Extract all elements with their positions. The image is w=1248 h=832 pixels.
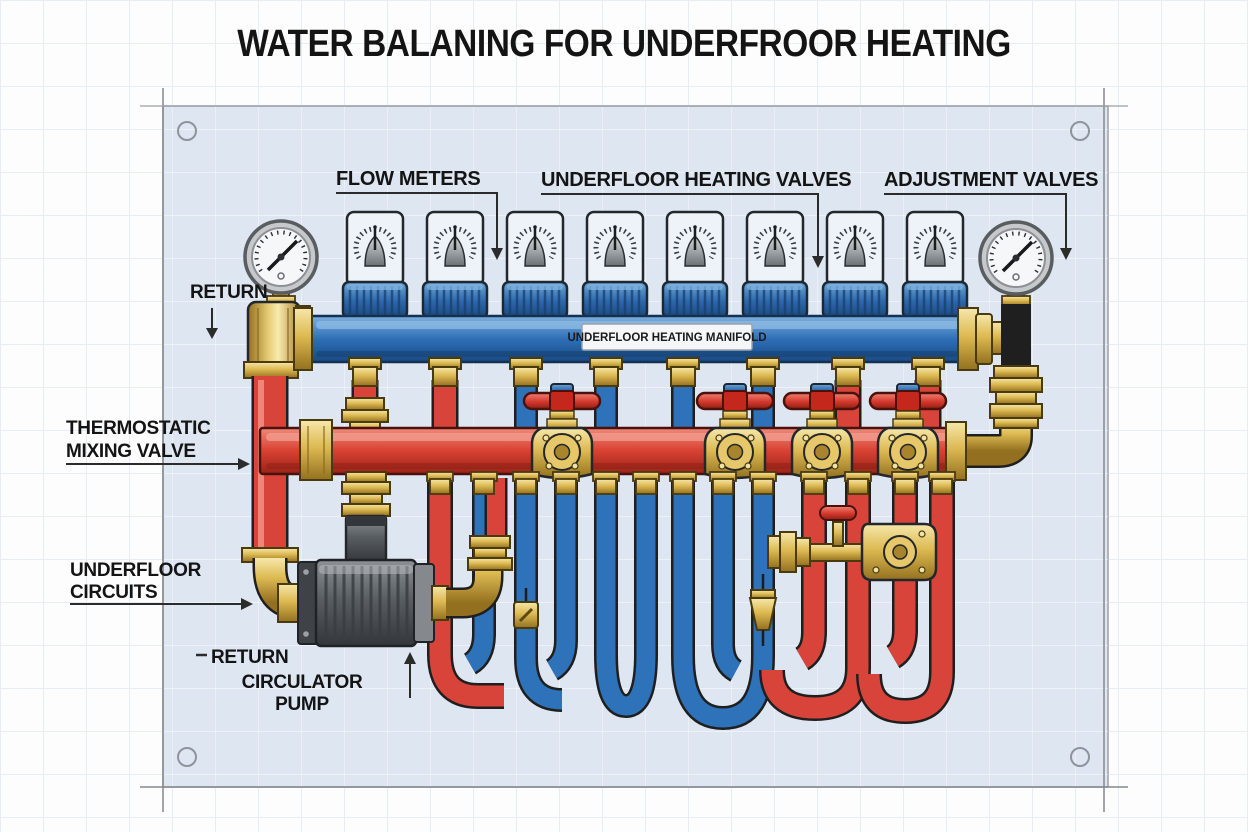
right-adjustment-assembly <box>966 220 1054 468</box>
circulator-pump-label: CIRCULATOR <box>242 672 363 693</box>
circuit-connector <box>552 471 580 495</box>
circuit-connector <box>928 471 956 495</box>
supply-circuit-pipe <box>713 482 742 680</box>
manifold-connector <box>746 357 780 387</box>
panel-screw-icon <box>177 747 197 767</box>
panel-screw-icon <box>177 121 197 141</box>
circuit-connector <box>426 471 454 495</box>
mixing-valve-union <box>341 503 391 517</box>
mini-valve-handle <box>819 505 857 521</box>
flow-restrictor-fitting <box>748 597 778 631</box>
supply-circuit-loop <box>596 382 656 716</box>
circuit-connector <box>632 471 660 495</box>
supply-manifold: UNDERFLOOR HEATING MANIFOLD <box>293 307 993 371</box>
page-title: WATER BALANING FOR UNDERFROOR HEATING <box>237 22 1011 64</box>
manifold-tag <box>581 323 753 351</box>
circuit-connector <box>891 471 919 495</box>
arrow-down-icon <box>812 256 824 268</box>
manifold-connector <box>831 357 865 387</box>
manifold-connector <box>348 357 382 387</box>
manifold-connector <box>911 357 945 387</box>
underfloor-heating-valve <box>782 382 862 480</box>
manifold-connector <box>428 357 462 387</box>
circuit-adjustment-valve <box>767 505 938 582</box>
circuit-connector <box>749 471 777 495</box>
arrow-down-icon <box>206 328 218 339</box>
return-circuit-pipe <box>887 482 916 667</box>
manifold-tag-label: UNDERFLOOR HEATING MANIFOLD <box>567 332 766 344</box>
manifold-connector <box>666 357 700 387</box>
return-manifold <box>258 419 967 481</box>
return-circuit-loop <box>858 482 953 722</box>
return-circuit-pipe <box>429 482 504 707</box>
arrow-up-icon <box>404 652 416 664</box>
panel-screw-icon <box>1070 121 1090 141</box>
return-bottom-label: RETURN <box>211 647 288 668</box>
callouts: FLOW METERS UNDERFLOOR HEATING VALVES AD… <box>66 168 1098 715</box>
svg-text:CIRCUITS: CIRCUITS <box>70 582 157 603</box>
adjustment-valve-union <box>989 403 1043 419</box>
return-top-label: RETURN <box>190 282 267 303</box>
circuit-connector <box>800 471 828 495</box>
circuit-connector <box>470 471 498 495</box>
arrow-right-icon <box>238 458 250 470</box>
arrow-right-icon <box>241 598 253 610</box>
underfloor-heating-valves-label: UNDERFLOOR HEATING VALVES <box>541 169 851 191</box>
underfloor-circuits-label: UNDERFLOOR <box>70 560 202 581</box>
underfloor-heating-valve <box>695 382 775 480</box>
arrow-down-icon <box>1060 248 1072 260</box>
svg-text:MIXING VALVE: MIXING VALVE <box>66 441 196 462</box>
thermostatic-mixing-valve-label: THERMOSTATIC <box>66 418 211 439</box>
manifold-connector <box>509 357 543 387</box>
supply-circuit-pipe <box>546 482 576 679</box>
pressure-gauge-right <box>978 220 1054 296</box>
flow-meters-label: FLOW METERS <box>336 168 480 190</box>
manifold-connector <box>589 357 623 387</box>
pump-and-mixing-assembly <box>277 471 513 648</box>
return-circuit-loop <box>761 482 869 719</box>
circuit-connector <box>512 471 540 495</box>
panel-screw-icon <box>1070 747 1090 767</box>
circuit-connector <box>709 471 737 495</box>
supply-circuit-pipe <box>464 482 494 673</box>
underfloor-heating-valve <box>522 382 602 480</box>
underfloor-heating-valve <box>868 382 948 480</box>
return-circuit-pipe <box>796 482 825 669</box>
circuit-connector <box>669 471 697 495</box>
circuit-connector <box>844 471 872 495</box>
brass-elbow <box>446 548 501 616</box>
adjustment-valves-label: ADJUSTMENT VALVES <box>884 169 1098 191</box>
brass-elbow <box>966 420 1031 466</box>
svg-text:PUMP: PUMP <box>275 694 329 715</box>
supply-circuit-pipe <box>516 382 563 710</box>
circuit-connector <box>592 471 620 495</box>
underfloor-circuit-pipes <box>427 478 955 725</box>
brass-elbow <box>246 300 302 370</box>
inline-fittings <box>513 574 778 646</box>
title-group: WATER BALANING FOR UNDERFROOR HEATING <box>237 22 1011 64</box>
arrow-down-icon <box>491 248 503 260</box>
